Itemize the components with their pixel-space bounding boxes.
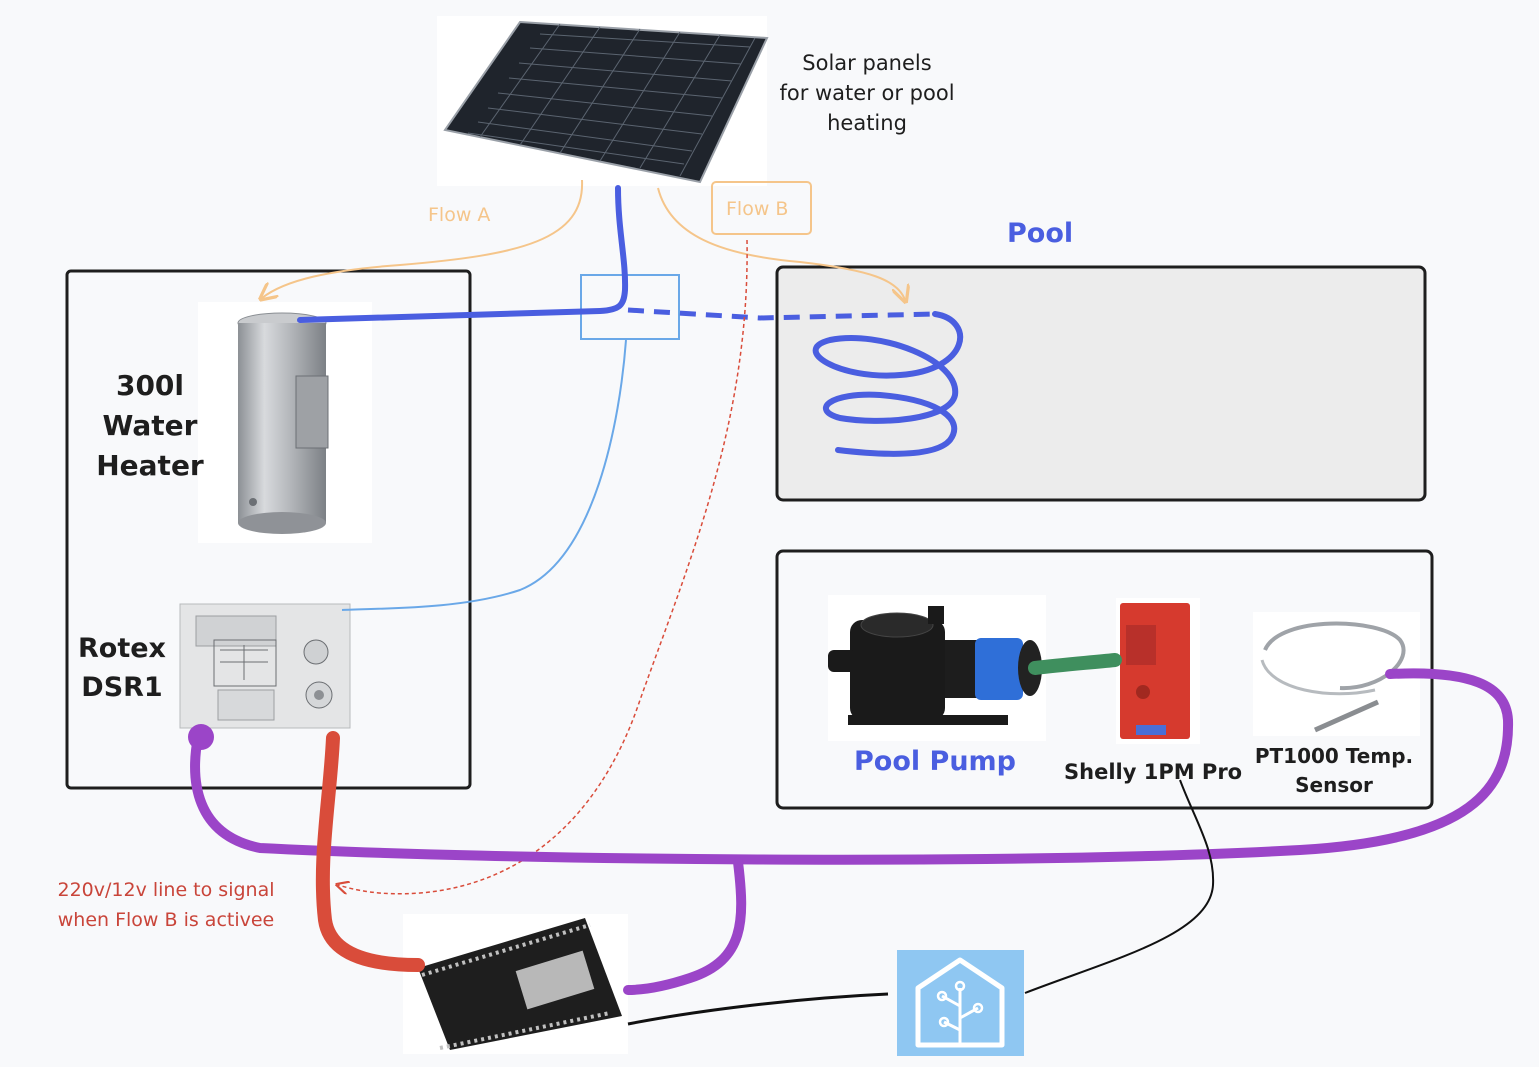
power-signal-wire bbox=[315, 731, 425, 972]
solar-caption-line-2: for water or pool bbox=[779, 81, 955, 105]
microcontroller-icon bbox=[403, 914, 628, 1054]
controller-sensor-terminal bbox=[188, 724, 214, 750]
flow-b-label: Flow B bbox=[726, 198, 789, 220]
heater-title-line-2: Water bbox=[102, 409, 198, 442]
flow-b-signal-line bbox=[338, 239, 748, 895]
controller-title: Rotex DSR1 bbox=[70, 629, 174, 707]
water-tank-icon bbox=[198, 302, 372, 543]
flow-b-arrow bbox=[657, 187, 905, 300]
sensor-label-line-1: PT1000 Temp. bbox=[1254, 744, 1414, 768]
valve-control-line bbox=[341, 339, 627, 611]
pool-title: Pool bbox=[1007, 218, 1074, 249]
home-assistant-icon bbox=[897, 950, 1024, 1056]
controller-title-line-2: DSR1 bbox=[81, 672, 163, 703]
sensor-label: PT1000 Temp. Sensor bbox=[1254, 742, 1414, 800]
solar-caption: Solar panels for water or pool heating bbox=[767, 48, 967, 138]
pool-heating-coil bbox=[812, 311, 964, 457]
flow-b-label-box bbox=[711, 181, 812, 235]
heater-pipe bbox=[297, 185, 629, 323]
equipment-box bbox=[775, 549, 1434, 810]
signal-note-line-2: when Flow B is activee bbox=[57, 909, 275, 931]
flow-a-arrow bbox=[262, 179, 584, 298]
heater-system-box bbox=[65, 269, 472, 790]
heater-title-line-1: 300l bbox=[115, 369, 185, 402]
flow-a-label: Flow A bbox=[428, 204, 491, 226]
solar-caption-line-1: Solar panels bbox=[802, 51, 932, 75]
pool-box bbox=[775, 265, 1427, 502]
pump-icon bbox=[828, 595, 1046, 741]
valve-junction-box bbox=[580, 274, 680, 340]
esp-sensor-wire bbox=[623, 857, 747, 995]
pool-pipe-dashed bbox=[627, 307, 936, 321]
shelly-home-assistant-line bbox=[1024, 779, 1215, 994]
sensor-label-line-2: Sensor bbox=[1295, 773, 1373, 797]
controller-title-line-1: Rotex bbox=[78, 633, 166, 664]
solar-panel-icon bbox=[437, 16, 769, 186]
esp-home-assistant-line bbox=[627, 992, 889, 1026]
heater-title-line-3: Heater bbox=[96, 449, 204, 482]
signal-note-line-1: 220v/12v line to signal bbox=[57, 879, 275, 901]
shelly-label: Shelly 1PM Pro bbox=[1064, 760, 1243, 784]
heater-title: 300l Water Heater bbox=[88, 366, 212, 486]
pump-shelly-link bbox=[1028, 653, 1122, 675]
pump-label: Pool Pump bbox=[854, 746, 1017, 777]
signal-note: 220v/12v line to signal when Flow B is a… bbox=[30, 875, 302, 935]
sensor-wire bbox=[190, 668, 1514, 865]
relay-icon bbox=[1116, 598, 1200, 744]
controller-icon bbox=[179, 603, 351, 729]
solar-caption-line-3: heating bbox=[827, 111, 907, 135]
